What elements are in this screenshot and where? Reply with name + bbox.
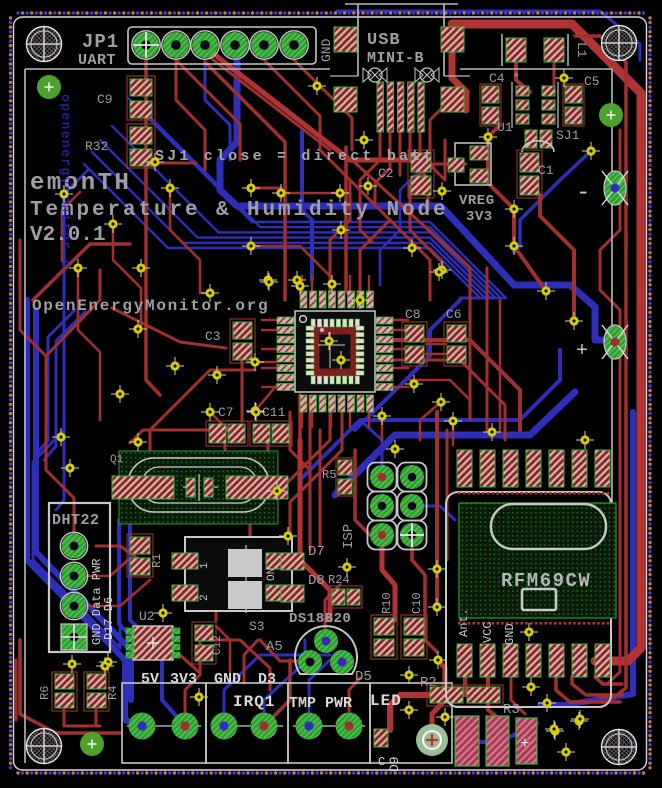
svg-text:USB: USB (367, 31, 401, 50)
svg-text:C6: C6 (446, 307, 462, 322)
svg-text:C11: C11 (262, 405, 286, 420)
svg-text:D9: D9 (387, 756, 402, 772)
svg-text:U1: U1 (497, 120, 513, 135)
svg-text:C12: C12 (212, 635, 224, 655)
svg-text:R1: R1 (150, 554, 164, 568)
svg-text:IRQ1: IRQ1 (233, 693, 275, 711)
svg-text:+: + (520, 735, 530, 753)
svg-text:C9: C9 (97, 92, 113, 107)
svg-text:C3: C3 (205, 329, 221, 344)
svg-text:SJ1 close = direct batt: SJ1 close = direct batt (155, 148, 436, 165)
svg-text:openenergymonitor.o: openenergymonitor.o (58, 94, 73, 269)
svg-text:emonTH: emonTH (30, 170, 131, 197)
svg-text:ISP: ISP (341, 524, 357, 549)
svg-text:GND: GND (319, 38, 334, 62)
svg-text:C8: C8 (405, 307, 421, 322)
svg-text:A5: A5 (266, 639, 283, 655)
svg-text:-: - (576, 180, 590, 207)
svg-text:Temperature & Humidity Node: Temperature & Humidity Node (30, 199, 449, 222)
svg-text:D3: D3 (258, 671, 276, 688)
svg-text:R24: R24 (328, 573, 350, 587)
svg-text:OpenEnergyMonitor.org: OpenEnergyMonitor.org (32, 297, 269, 315)
svg-text:ON: ON (266, 568, 278, 581)
svg-text:C: C (378, 755, 385, 769)
svg-text:Q1: Q1 (110, 454, 124, 466)
svg-text:RFM69CW: RFM69CW (501, 570, 591, 592)
svg-text:3V3: 3V3 (170, 671, 197, 688)
svg-text:SJ1: SJ1 (556, 128, 580, 143)
svg-text:U2: U2 (139, 609, 155, 624)
svg-text:C7: C7 (218, 405, 234, 420)
svg-text:R6: R6 (38, 686, 52, 700)
svg-text:R32: R32 (85, 139, 108, 154)
svg-text:+: + (576, 340, 588, 363)
svg-text:R10: R10 (380, 592, 394, 614)
svg-text:V2.0.1: V2.0.1 (30, 224, 106, 247)
svg-text:S3: S3 (249, 619, 265, 634)
svg-text:L1: L1 (574, 42, 589, 58)
svg-text:D5: D5 (355, 669, 372, 685)
svg-text:GND Data PWR: GND Data PWR (90, 559, 104, 645)
svg-text:DHT22: DHT22 (52, 512, 100, 529)
svg-text:MINI-B: MINI-B (367, 50, 424, 67)
svg-text:Ant.: Ant. (457, 608, 471, 637)
svg-text:2: 2 (199, 594, 211, 601)
svg-text:UART: UART (78, 52, 116, 69)
svg-text:C10: C10 (410, 592, 424, 614)
svg-text:D17 D6: D17 D6 (102, 597, 116, 640)
svg-text:LED: LED (370, 692, 402, 710)
svg-text:VCC: VCC (481, 621, 495, 643)
svg-text:DS18B20: DS18B20 (289, 611, 351, 627)
svg-text:R4: R4 (106, 686, 120, 700)
svg-text:3V3: 3V3 (466, 209, 493, 225)
svg-text:D8: D8 (308, 573, 325, 589)
svg-text:JP1: JP1 (82, 31, 119, 53)
svg-text:D7: D7 (308, 544, 325, 560)
svg-text:C5: C5 (584, 74, 600, 89)
svg-text:R5: R5 (322, 468, 336, 482)
svg-text:GND: GND (214, 671, 241, 688)
svg-text:C1: C1 (538, 163, 554, 178)
svg-text:1: 1 (199, 562, 211, 569)
svg-text:GND: GND (503, 623, 517, 645)
svg-text:C2: C2 (378, 166, 394, 181)
svg-text:TMP PWR: TMP PWR (289, 695, 352, 712)
svg-text:5V: 5V (141, 671, 159, 688)
svg-text:VREG: VREG (459, 193, 495, 209)
